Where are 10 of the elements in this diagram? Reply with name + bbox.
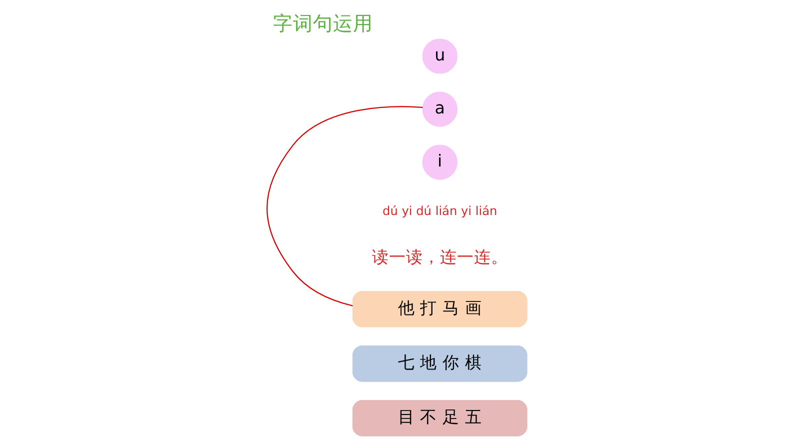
node-box: 目 不 足 五 [352, 400, 528, 436]
label: 读一读，连一连。 [372, 248, 508, 267]
diagram-title: 字词句运用 [273, 12, 374, 35]
node-circle: u [422, 38, 458, 74]
node-box: 他 打 马 画 [352, 290, 528, 328]
node-circle: a [422, 92, 458, 127]
label: dú yi dú lián yi lián [382, 204, 498, 218]
node-circle: i [422, 144, 458, 180]
connector [266, 106, 423, 306]
node-box: 七 地 你 棋 [352, 345, 528, 382]
